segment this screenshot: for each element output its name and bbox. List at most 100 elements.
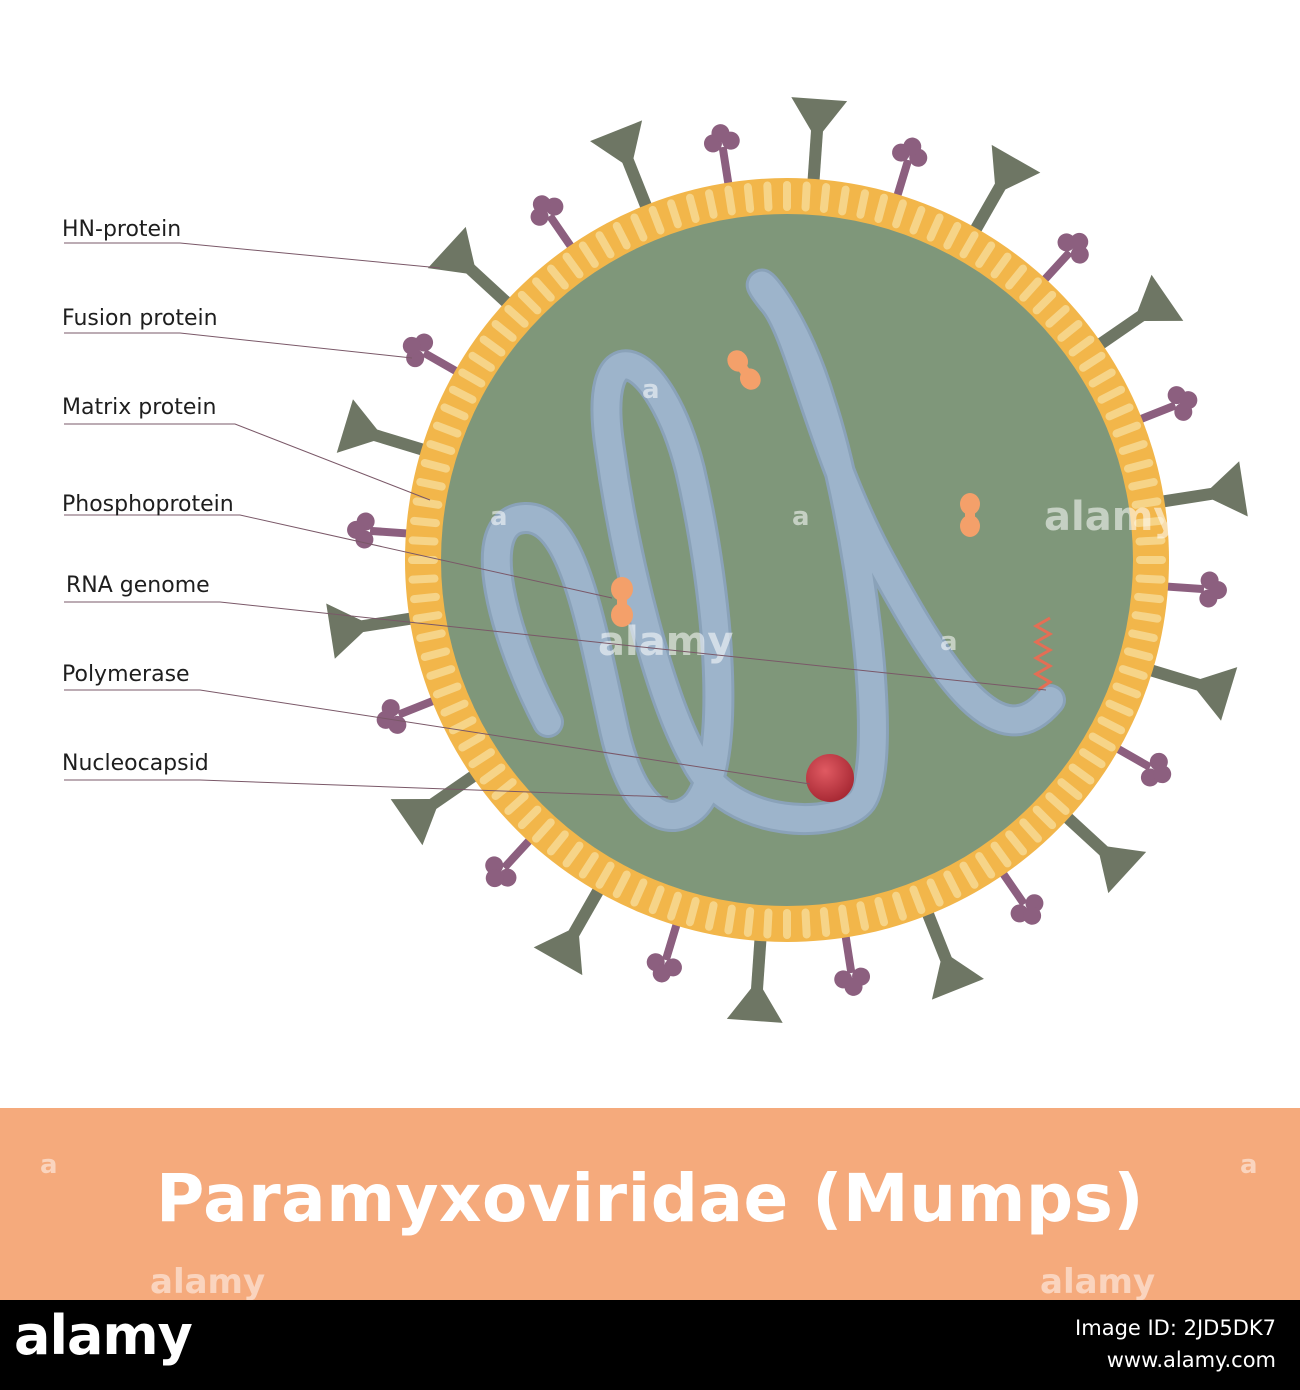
lipid-head bbox=[562, 841, 584, 868]
lipid-head bbox=[1134, 516, 1164, 528]
lipid-head bbox=[801, 908, 811, 939]
watermark-brand-2: alamy bbox=[1044, 494, 1179, 540]
fusion-protein-spike bbox=[347, 512, 419, 549]
lipid-head bbox=[943, 870, 962, 899]
lipid-head bbox=[1123, 458, 1154, 473]
lipid-head bbox=[517, 805, 542, 830]
nucleocapsid-coil bbox=[480, 268, 1066, 835]
lipid-head bbox=[1005, 264, 1028, 290]
lipid-head bbox=[440, 699, 469, 717]
phosphoprotein-3 bbox=[611, 577, 633, 627]
lipid-head bbox=[1128, 629, 1158, 642]
label-rna-genome: RNA genome bbox=[66, 573, 210, 598]
watermark-mark-3: a bbox=[792, 502, 810, 532]
lipid-head bbox=[1135, 574, 1166, 584]
lipid-head bbox=[705, 901, 718, 931]
lipid-head bbox=[1057, 319, 1083, 342]
lipid-head bbox=[1131, 497, 1162, 509]
lipid-head bbox=[468, 748, 495, 769]
lipid-head bbox=[648, 885, 665, 915]
lipid-head bbox=[763, 908, 773, 939]
phosphoprotein-1 bbox=[727, 350, 761, 390]
lipid-head bbox=[408, 574, 439, 584]
lipid-head bbox=[990, 841, 1012, 868]
lipid-head bbox=[705, 189, 718, 219]
lipid-head bbox=[595, 231, 615, 259]
diagram-title: Paramyxoviridae (Mumps) bbox=[155, 1160, 1145, 1237]
lipid-head bbox=[1112, 421, 1142, 438]
lipid-head bbox=[1068, 763, 1095, 785]
lipid-head bbox=[479, 763, 506, 785]
lipid-head bbox=[612, 870, 631, 899]
label-polymerase: Polymerase bbox=[62, 662, 190, 687]
lipid-head bbox=[1019, 277, 1042, 302]
leader-hn-protein bbox=[64, 242, 441, 269]
hn-protein-spike bbox=[336, 399, 435, 459]
diagram-watermarks: a a a a alamy alamy bbox=[490, 375, 1179, 665]
lipid-head bbox=[667, 199, 682, 229]
lipid-head bbox=[819, 183, 831, 213]
lipid-head bbox=[1079, 748, 1106, 769]
lipid-head bbox=[408, 536, 439, 546]
lipid-head bbox=[990, 252, 1012, 279]
lipid-head bbox=[410, 592, 440, 604]
lipid-head bbox=[1118, 665, 1148, 680]
label-phosphoprotein: Phosphoprotein bbox=[62, 492, 234, 517]
fusion-protein-spike bbox=[834, 924, 871, 996]
lipid-head bbox=[546, 830, 569, 856]
hn-protein-spike bbox=[533, 878, 609, 976]
lipid-head bbox=[959, 231, 979, 259]
leader-rna-genome bbox=[64, 601, 1047, 691]
lipid-head bbox=[432, 421, 462, 438]
band-watermark-mark-left: a bbox=[40, 1150, 58, 1180]
title-band bbox=[0, 1108, 1300, 1300]
lipid-head bbox=[763, 181, 773, 212]
hn-protein-spike bbox=[427, 226, 519, 315]
lipid-head bbox=[1097, 716, 1126, 735]
phosphoprotein-2 bbox=[960, 493, 980, 537]
hn-protein-spike bbox=[726, 928, 783, 1023]
watermark-mark-2: a bbox=[490, 502, 508, 532]
lipid-head bbox=[648, 205, 665, 235]
lipid-head bbox=[874, 193, 889, 224]
lipid-head bbox=[801, 181, 811, 212]
leader-fusion-protein bbox=[64, 332, 413, 359]
lipid-head bbox=[426, 440, 456, 455]
lipid-head bbox=[532, 277, 555, 302]
hn-protein-spike bbox=[590, 120, 656, 219]
hn-protein-spike bbox=[1139, 661, 1238, 721]
lipid-head bbox=[578, 241, 599, 268]
lipid-head bbox=[479, 335, 506, 357]
lipid-head bbox=[892, 199, 907, 229]
lipid-head bbox=[504, 305, 529, 328]
lipid-head bbox=[909, 205, 926, 235]
lipid-head bbox=[743, 183, 755, 213]
footer-bar: alamy Image ID: 2JD5DK7 www.alamy.com bbox=[0, 1300, 1300, 1390]
lipid-head bbox=[1112, 682, 1142, 699]
lipid-head bbox=[975, 852, 996, 879]
leader-matrix-protein bbox=[64, 423, 431, 501]
hn-protein-spike bbox=[791, 97, 848, 192]
lipid-head bbox=[1097, 385, 1126, 404]
lipid-head bbox=[562, 252, 584, 279]
lipid-head bbox=[667, 891, 682, 921]
lipid-head bbox=[1032, 805, 1057, 830]
lipid-head bbox=[1123, 647, 1154, 662]
lipid-head bbox=[1045, 792, 1070, 815]
lipid-head bbox=[630, 878, 648, 907]
lipid-head bbox=[926, 878, 944, 907]
lipid-head bbox=[491, 319, 517, 342]
lipid-head bbox=[416, 478, 446, 491]
band-watermark-mark-right: a bbox=[1240, 1150, 1258, 1180]
band-watermark-brand-right: alamy bbox=[1040, 1262, 1156, 1302]
lipid-head bbox=[1057, 778, 1083, 801]
lipid-bilayer bbox=[408, 181, 1166, 939]
lipid-head bbox=[1134, 592, 1164, 604]
lipid-head bbox=[412, 497, 443, 509]
lipid-head bbox=[1128, 478, 1158, 491]
lipid-head bbox=[416, 629, 446, 642]
leader-lines bbox=[64, 242, 1047, 798]
lipid-head bbox=[959, 861, 979, 889]
footer-image-id: Image ID: 2JD5DK7 bbox=[1075, 1316, 1276, 1340]
lipid-head bbox=[975, 241, 996, 268]
